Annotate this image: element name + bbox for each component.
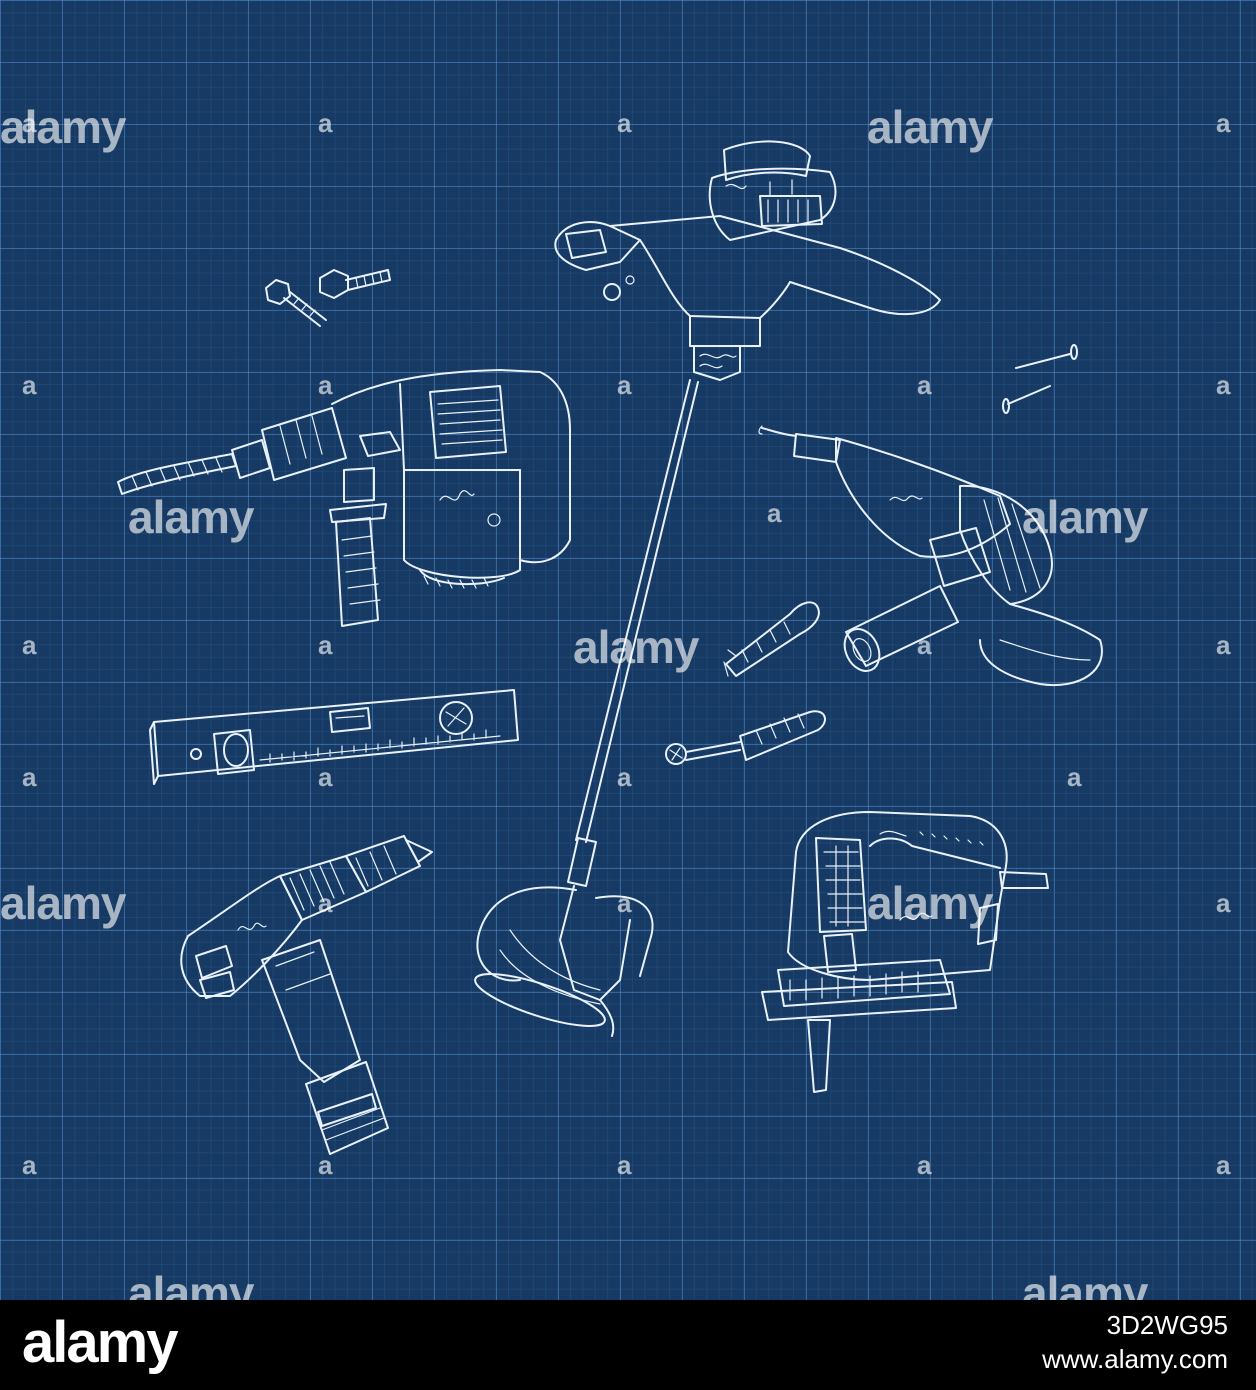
- footer-image-id: 3D2WG95: [1106, 1310, 1228, 1340]
- nails: [1002, 344, 1078, 414]
- watermark-text: alamy: [573, 621, 699, 673]
- bolts: [265, 269, 391, 327]
- tool-drawings: [117, 140, 1103, 1155]
- watermark-mark: a: [1216, 370, 1231, 400]
- watermark-text: alamy: [0, 877, 126, 929]
- watermark-mark: a: [22, 630, 37, 660]
- watermark-mark: a: [22, 108, 37, 138]
- watermark-mark: a: [1216, 888, 1231, 918]
- watermark-mark: a: [22, 370, 37, 400]
- watermark-text: alamy: [867, 101, 993, 153]
- watermark-mark: a: [617, 762, 632, 792]
- spirit-level: [149, 689, 519, 785]
- watermark-text: alamy: [1022, 1267, 1148, 1300]
- footer-site-url: www.alamy.com: [1042, 1344, 1228, 1374]
- blueprint-background: alamy alamy alamy alamy alamy alamy alam…: [0, 0, 1256, 1300]
- watermark-mark: a: [917, 370, 932, 400]
- watermark-mark: a: [617, 1150, 632, 1180]
- watermark-text: alamy: [128, 491, 254, 543]
- watermark-text: alamy: [867, 877, 993, 929]
- angle-grinder: [758, 425, 1103, 687]
- watermark-text: alamy: [1022, 491, 1148, 543]
- watermark-mark: a: [318, 108, 333, 138]
- watermark-mark: a: [767, 498, 782, 528]
- hammer-drill: [117, 369, 571, 627]
- footer-bar: alamy 3D2WG95 www.alamy.com: [0, 1300, 1256, 1390]
- watermark-text: alamy: [0, 101, 126, 153]
- watermark-mark: a: [318, 888, 333, 918]
- watermark-text: alamy: [128, 1267, 254, 1300]
- watermark-mark: a: [617, 888, 632, 918]
- watermark-mark: a: [318, 370, 333, 400]
- watermark-mark: a: [917, 1150, 932, 1180]
- watermark-mark: a: [22, 762, 37, 792]
- watermark-mark: a: [617, 370, 632, 400]
- paddle-mixer: [474, 140, 941, 1037]
- watermark-mark: a: [1216, 630, 1231, 660]
- watermark-mark: a: [22, 1150, 37, 1180]
- jigsaw: [761, 811, 1049, 1093]
- watermark-mark: a: [318, 630, 333, 660]
- watermark-mark: a: [1216, 1150, 1231, 1180]
- watermark-mark: a: [917, 630, 932, 660]
- cordless-drill: [180, 835, 433, 1155]
- watermark-mark: a: [617, 108, 632, 138]
- footer-brand-logo: alamy: [22, 1310, 178, 1375]
- watermark-mark: a: [318, 762, 333, 792]
- watermark-mark: a: [1216, 108, 1231, 138]
- watermark-mark: a: [1067, 762, 1082, 792]
- watermark-mark: a: [318, 1150, 333, 1180]
- wall-plugs: [665, 601, 826, 765]
